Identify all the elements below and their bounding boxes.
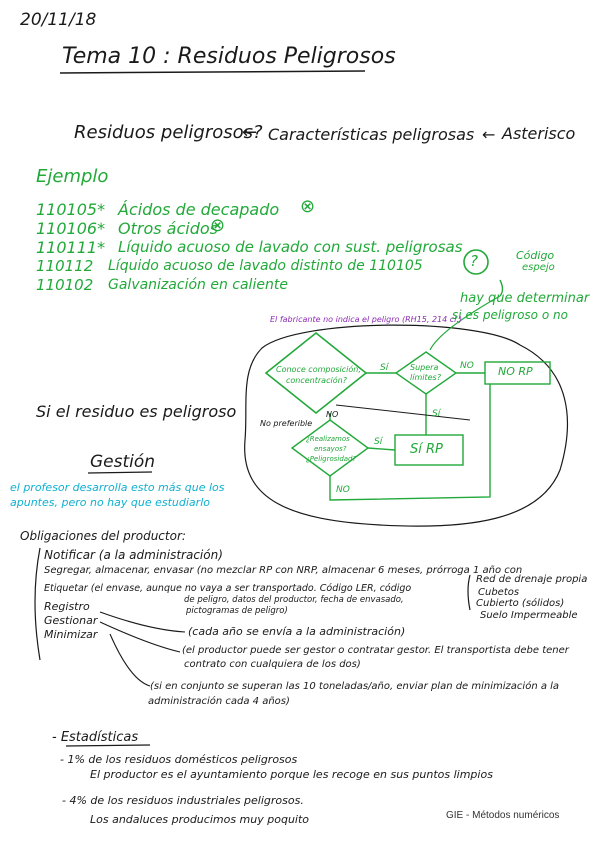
arrow-to-hay-que bbox=[499, 279, 504, 297]
flow-q2-line1: ¿Realizamos bbox=[306, 435, 350, 443]
brace-right bbox=[467, 574, 471, 611]
espejo-label: espejo bbox=[522, 262, 555, 273]
flow-q1-line1: Conoce composición, bbox=[276, 365, 361, 374]
flow-si2: Sí bbox=[432, 409, 441, 419]
text-5: Galvanización en caliente bbox=[108, 277, 288, 293]
brace-item-4: Suelo Impermeable bbox=[480, 610, 578, 621]
item-gestionar: Gestionar bbox=[44, 614, 98, 627]
brace-item-3: Cubierto (sólidos) bbox=[476, 598, 565, 609]
item-etiquetar: Etiquetar (el envase, aunque no vaya a s… bbox=[44, 583, 412, 594]
code-4: 110112 bbox=[36, 257, 94, 275]
minimizar-note-1: (si en conjunto se superan las 10 tonela… bbox=[150, 681, 560, 692]
hay-que-1: hay que determinar bbox=[460, 291, 590, 306]
no-line bbox=[335, 404, 471, 421]
registro-note: (cada año se envía a la administración) bbox=[188, 625, 406, 638]
code-3: 110111* bbox=[36, 238, 106, 257]
arrow-si3 bbox=[367, 447, 396, 451]
circle-question-mark bbox=[463, 249, 489, 275]
arrow-gestionar bbox=[99, 621, 181, 653]
arrow-minimizar bbox=[109, 633, 151, 687]
asterisco-text: Asterisco bbox=[502, 124, 576, 143]
etiquetar-3: pictogramas de peligro) bbox=[186, 606, 288, 616]
arrow-no3 bbox=[329, 384, 491, 501]
est-line-4: Los andaluces producimos muy poquito bbox=[90, 813, 310, 826]
arrow-left-1: ← bbox=[242, 122, 258, 143]
caracteristicas-text: Características peligrosas bbox=[268, 125, 475, 144]
estadisticas-heading: - Estadísticas bbox=[52, 730, 139, 745]
fabricante-note: El fabricante no indica el peligro (RH15… bbox=[270, 315, 463, 324]
brace-item-2: Cubetos bbox=[478, 587, 520, 598]
diamond-conoce bbox=[264, 331, 368, 415]
title-underline bbox=[59, 70, 366, 74]
flow-si1: Sí bbox=[380, 363, 389, 373]
etiquetar-2: de peligro, datos del productor, fecha d… bbox=[184, 595, 404, 605]
cyan-note-1: el profesor desarrolla esto más que los bbox=[10, 481, 225, 494]
arrow-hay-to-flow bbox=[429, 295, 501, 351]
flow-no1: NO bbox=[460, 361, 474, 371]
flow-no2: NO bbox=[326, 410, 339, 419]
flow-no3: NO bbox=[336, 485, 350, 495]
gestionar-note-1: (el productor puede ser gestor o contrat… bbox=[182, 645, 569, 656]
arrow-registro bbox=[99, 611, 186, 633]
est-line-1: - 1% de los residuos domésticos peligros… bbox=[60, 753, 298, 766]
ejemplo-heading: Ejemplo bbox=[36, 166, 109, 187]
no-rp-label: NO RP bbox=[498, 365, 533, 378]
gestion-underline bbox=[87, 471, 153, 474]
flow-blob-outline bbox=[244, 324, 569, 527]
item-registro: Registro bbox=[44, 600, 90, 613]
item-minimizar: Minimizar bbox=[44, 628, 98, 641]
cross-circle-icon: ⊗ bbox=[210, 215, 226, 236]
cross-circle-icon: ⊗ bbox=[300, 196, 316, 217]
text-3: Líquido acuoso de lavado con sust. pelig… bbox=[118, 238, 463, 256]
obligaciones-heading: Obligaciones del productor: bbox=[20, 529, 186, 543]
no-preferible: No preferible bbox=[260, 419, 313, 428]
minimizar-note-2: administración cada 4 años) bbox=[148, 696, 290, 707]
text-2: Otros ácidos bbox=[118, 219, 218, 238]
brace-item-1: Red de drenaje propia bbox=[476, 574, 588, 585]
estadisticas-underline bbox=[65, 744, 151, 747]
page-title: Tema 10 : Residuos Peligrosos bbox=[62, 44, 396, 69]
est-line-3: - 4% de los residuos industriales peligr… bbox=[62, 794, 304, 807]
si-rp-label: Sí RP bbox=[410, 442, 443, 457]
flow-q1-line2: concentración? bbox=[286, 376, 347, 385]
arrow-left-2: ← bbox=[482, 125, 496, 144]
si-residuo-peligroso: Si el residuo es peligroso bbox=[36, 402, 237, 421]
text-4: Líquido acuoso de lavado distinto de 110… bbox=[108, 258, 423, 274]
flow-supera-2: límites? bbox=[410, 373, 441, 382]
code-2: 110106* bbox=[36, 219, 106, 238]
code-1: 110105* bbox=[36, 200, 106, 219]
cyan-note-2: apuntes, pero no hay que estudiarlo bbox=[10, 496, 210, 509]
flow-q2-line3: ¿Peligrosidad? bbox=[306, 455, 357, 463]
flow-q2-line2: ensayos? bbox=[314, 445, 347, 453]
gestionar-note-2: contrato con cualquiera de los dos) bbox=[184, 659, 361, 670]
flow-supera-1: Supera bbox=[410, 363, 439, 372]
code-5: 110102 bbox=[36, 276, 94, 294]
obligaciones-brace bbox=[34, 547, 41, 661]
flow-si3: Sí bbox=[374, 437, 383, 447]
item-segregar: Segregar, almacenar, envasar (no mezclar… bbox=[44, 565, 523, 576]
question-residuos: Residuos peligrosos? bbox=[74, 122, 263, 143]
codigo-label: Código bbox=[516, 249, 555, 262]
item-notificar: Notificar (a la administración) bbox=[44, 548, 223, 562]
gestion-heading: Gestión bbox=[90, 452, 156, 472]
footer: GIE - Métodos numéricos bbox=[446, 810, 560, 821]
text-1: Ácidos de decapado bbox=[118, 200, 280, 219]
circled-question: ? bbox=[470, 252, 478, 270]
date: 20/11/18 bbox=[20, 10, 97, 30]
hay-que-2: si es peligroso o no bbox=[452, 308, 568, 322]
est-line-2: El productor es el ayuntamiento porque l… bbox=[90, 768, 493, 781]
